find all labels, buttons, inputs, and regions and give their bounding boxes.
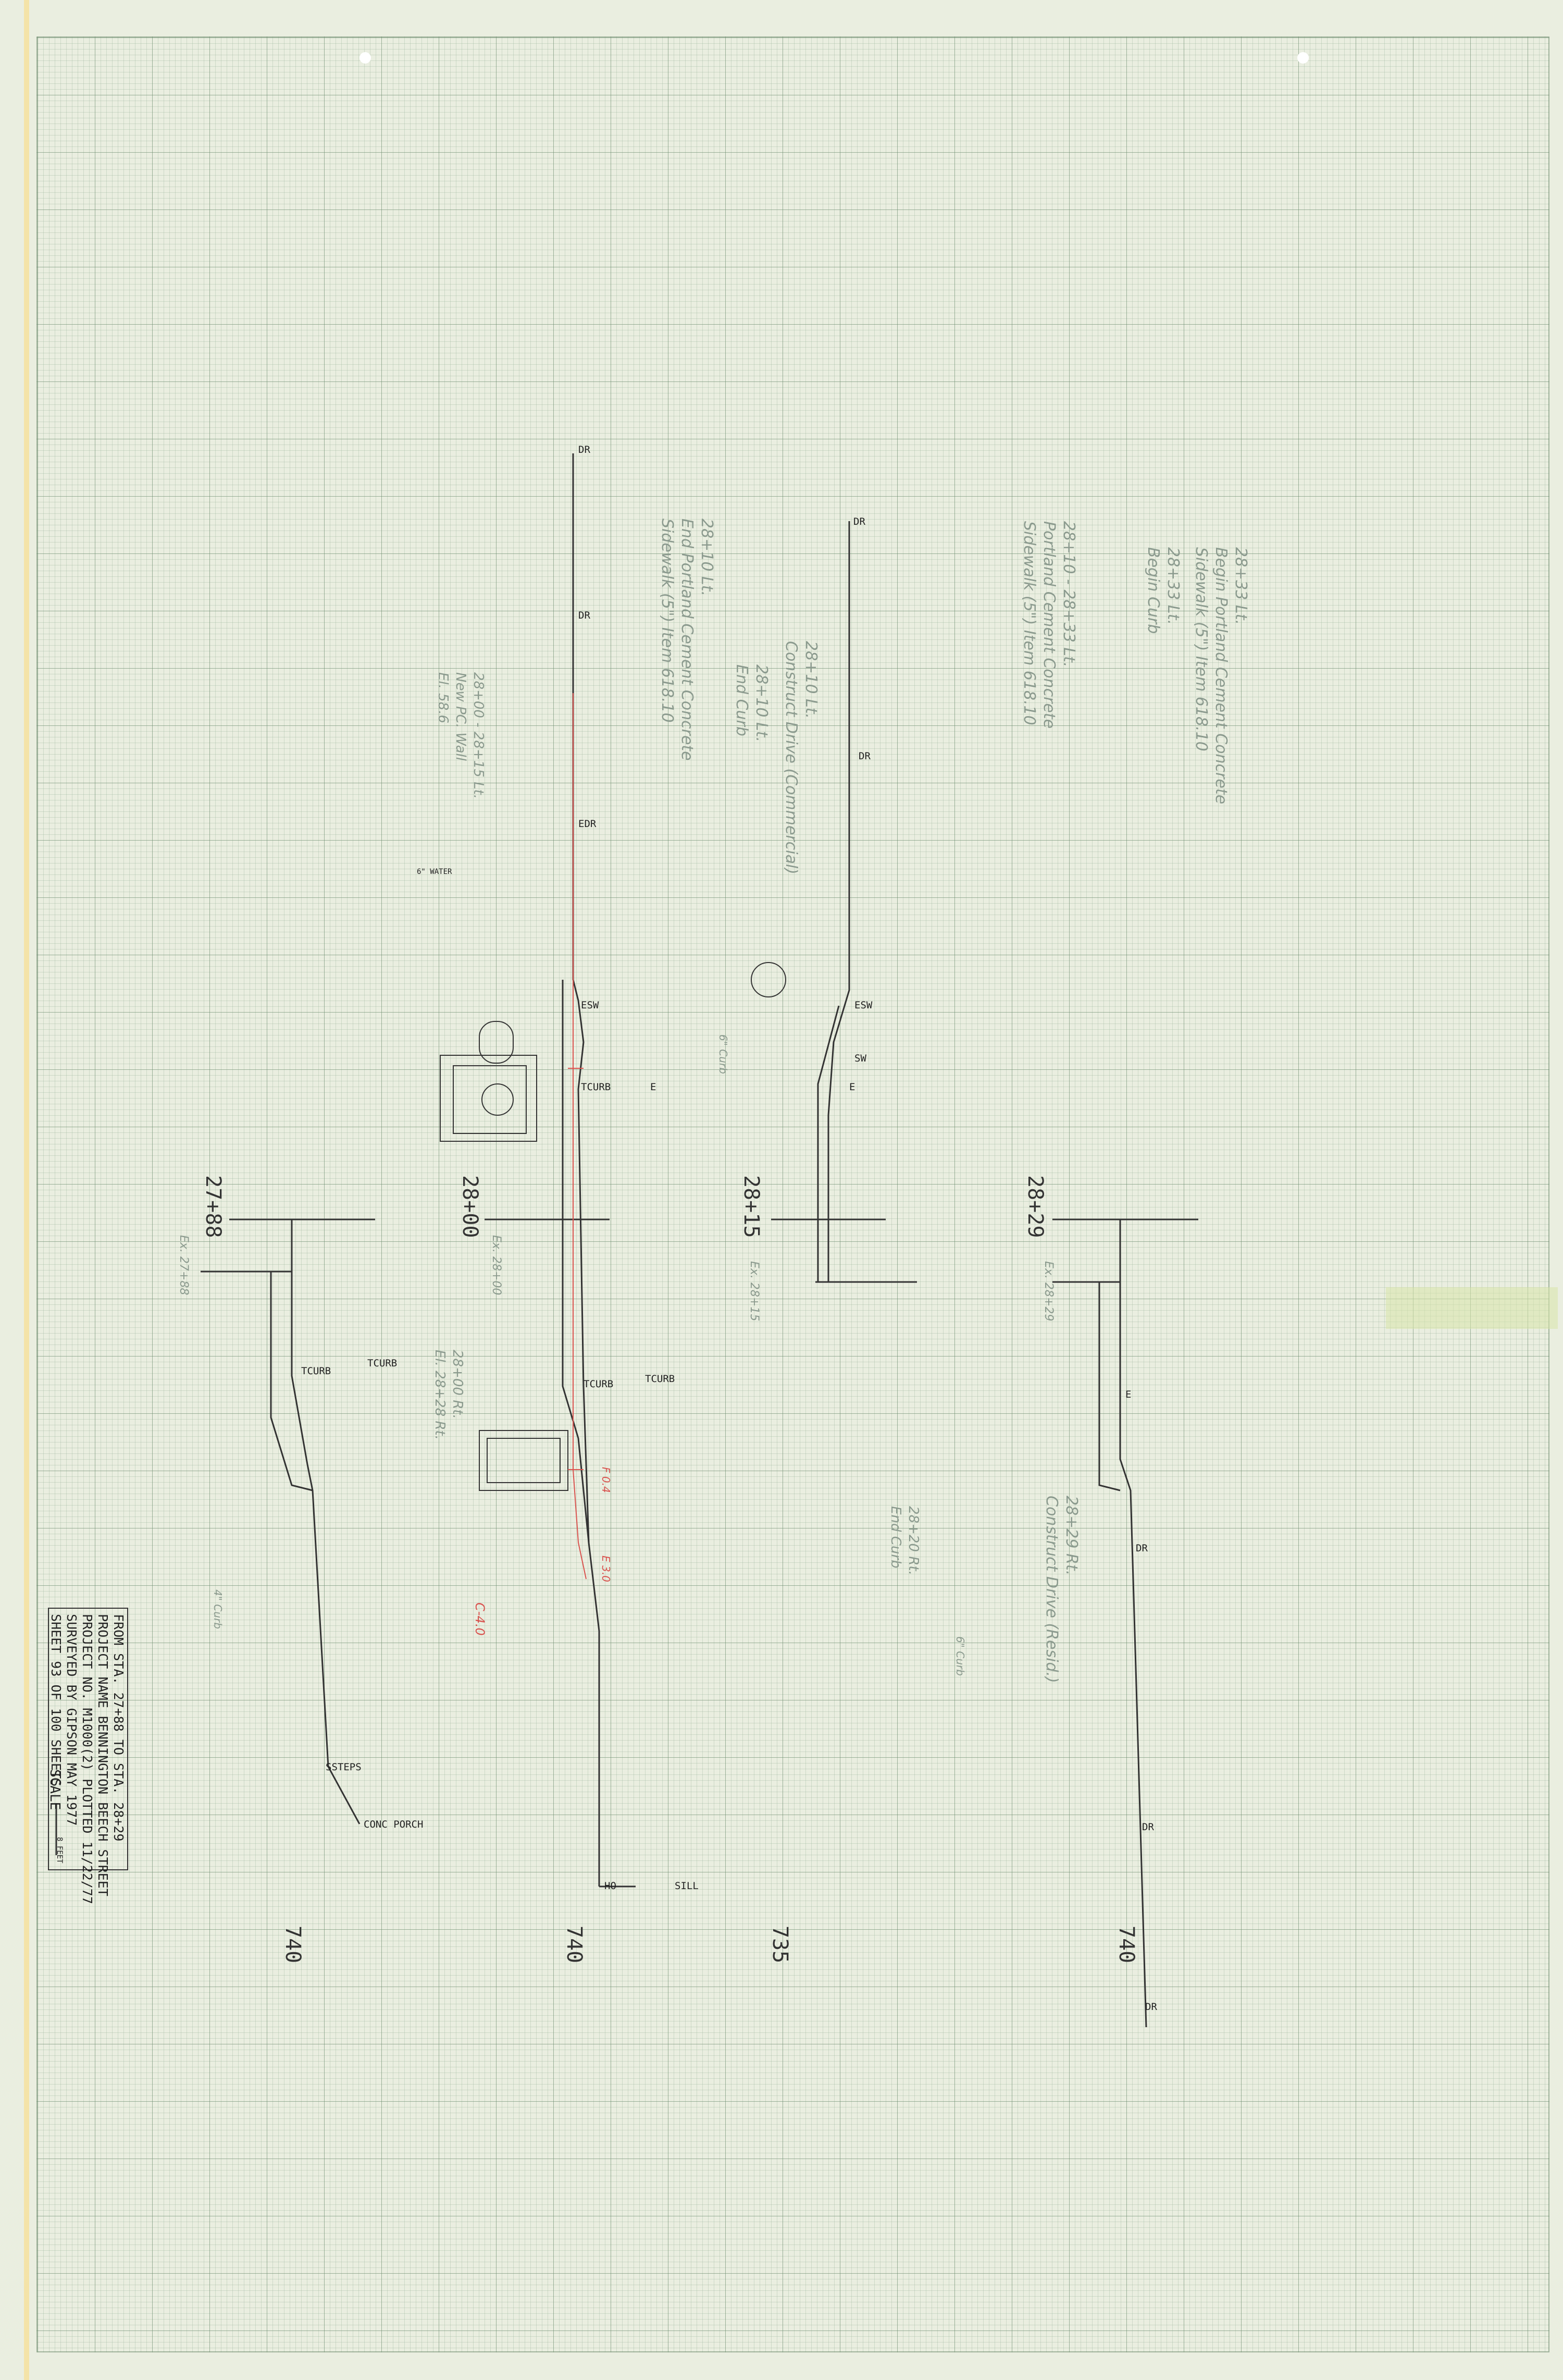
note-begin-sidewalk: 28+33 Lt. Begin Portland Cement Concrete… [1192, 547, 1250, 805]
manhole [481, 1083, 514, 1116]
paper-edge-strip [24, 0, 29, 2380]
note-end-curb-rt: 28+20 Rt. End Curb [888, 1506, 921, 1575]
note-construct-drive-commercial: 28+10 Lt. Construct Drive (Commercial) [782, 641, 820, 874]
point-label-tcurb: TCURB [301, 1365, 331, 1377]
point-label-e: E [849, 1081, 855, 1093]
ground-profile-28-00-b [562, 980, 590, 1543]
point-label-tcurb: TCURB [367, 1358, 398, 1369]
elevation-label: 740 [281, 1926, 305, 1964]
title-block-project-no: PROJECT NO. M1000(2) PLOTTED 11/22/77 [80, 1614, 95, 1904]
point-label-ssteps: SSTEPS [326, 1761, 362, 1773]
curb-note: 6" Curb [954, 1636, 966, 1676]
note-begin-curb: 28+33 Lt. Begin Curb [1144, 547, 1182, 634]
red-markup-line [573, 693, 587, 1580]
ground-profile-28-15-b [817, 1005, 840, 1282]
point-label-dr: DR [853, 516, 865, 527]
point-label-dr: DR [1145, 2001, 1157, 2013]
station-label: 28+15 [739, 1175, 763, 1238]
ref-mark: Ex. 28+00 [490, 1235, 503, 1296]
point-label-dr: DR [859, 750, 871, 762]
note-sidewalk-item: 28+10 - 28+33 Lt. Portland Cement Concre… [1020, 521, 1078, 729]
point-label-e: E [650, 1081, 656, 1093]
note-station-rt: 28+00 Rt. El. 28+28 Rt. [432, 1350, 465, 1440]
ref-mark: Ex. 28+29 [1042, 1261, 1055, 1322]
station-label: 28+29 [1023, 1175, 1047, 1238]
point-label-esw: ESW [854, 1000, 873, 1011]
point-label-sw: SW [854, 1053, 866, 1064]
graph-paper-grid [36, 36, 1549, 2352]
note-end-sidewalk: 28+10 Lt. End Portland Cement Concrete S… [658, 519, 716, 761]
station-label: 28+00 [458, 1175, 482, 1238]
note-new-wall: 28+00 - 28+15 Lt. New PC. Wall El. 58.6 [435, 672, 486, 799]
title-block-sheet-count: SHEET 93 OF 100 SHEETS [48, 1614, 64, 1787]
title-block: FROM STA. 27+88 TO STA. 28+29 PROJECT NA… [48, 1608, 128, 1904]
point-label-water: 6" WATER [417, 868, 452, 876]
point-label-tcurb: TCURB [584, 1378, 614, 1390]
point-label-dr: DR [1142, 1821, 1154, 1833]
point-label-dr: DR [1136, 1543, 1148, 1554]
punch-hole [1297, 52, 1309, 64]
ground-profile-27-88-b [270, 1272, 313, 1491]
ref-mark: Ex. 28+15 [748, 1261, 761, 1322]
survey-circle [751, 962, 786, 997]
title-block-surveyed-by: SURVEYED BY GIPSON MAY 1977 [64, 1614, 79, 1826]
ground-profile-28-29 [1119, 1219, 1147, 2028]
pipe-stub [479, 1021, 514, 1064]
ground-profile-28-15 [827, 521, 850, 1282]
station-label: 27+88 [201, 1175, 225, 1238]
point-label-dr: DR [578, 444, 590, 455]
catch-basin-inner [453, 1065, 527, 1134]
ref-mark: Ex. 27+88 [177, 1235, 190, 1296]
note-construct-drive-resid: 28+29 Rt. Construct Drive (Resid.) [1043, 1496, 1081, 1683]
point-label-edr: EDR [578, 818, 597, 830]
catch-basin [440, 1055, 537, 1142]
inlet-structure [479, 1430, 568, 1491]
point-label-e: E [1125, 1389, 1132, 1400]
elevation-label: 740 [1114, 1926, 1138, 1964]
inlet-structure-inner [487, 1438, 561, 1483]
ground-profile-28-00 [572, 453, 600, 1886]
elevation-label: 735 [768, 1926, 792, 1964]
red-markup-note: E 3.0 [600, 1556, 612, 1582]
point-label-dr: DR [578, 610, 590, 621]
title-block-stations: FROM STA. 27+88 TO STA. 28+29 [111, 1614, 126, 1842]
ground-profile-27-88 [291, 1219, 361, 1824]
point-label-conc-porch: CONC PORCH [364, 1819, 424, 1830]
punch-hole [359, 52, 371, 64]
curb-note: 4" Curb [212, 1589, 224, 1629]
point-label-ho: HO [604, 1880, 616, 1892]
elevation-label: 740 [562, 1926, 586, 1964]
point-label-sill: SILL [675, 1880, 699, 1892]
note-end-curb: 28+10 Lt. End Curb [733, 664, 771, 743]
ground-profile-28-29-b [1098, 1282, 1121, 1491]
curb-note: 6" Curb [717, 1034, 729, 1074]
red-markup-note: F 0.4 [600, 1467, 612, 1493]
paper-stain [1386, 1287, 1558, 1329]
point-label-tcurb: TCURB [645, 1373, 675, 1385]
title-block-project-name: PROJECT NAME BENNINGTON BEECH STREET [95, 1614, 110, 1896]
point-label-esw: ESW [581, 1000, 599, 1011]
red-markup-note: C-4.0 [473, 1602, 487, 1636]
point-label-tcurb: TCURB [581, 1081, 611, 1093]
